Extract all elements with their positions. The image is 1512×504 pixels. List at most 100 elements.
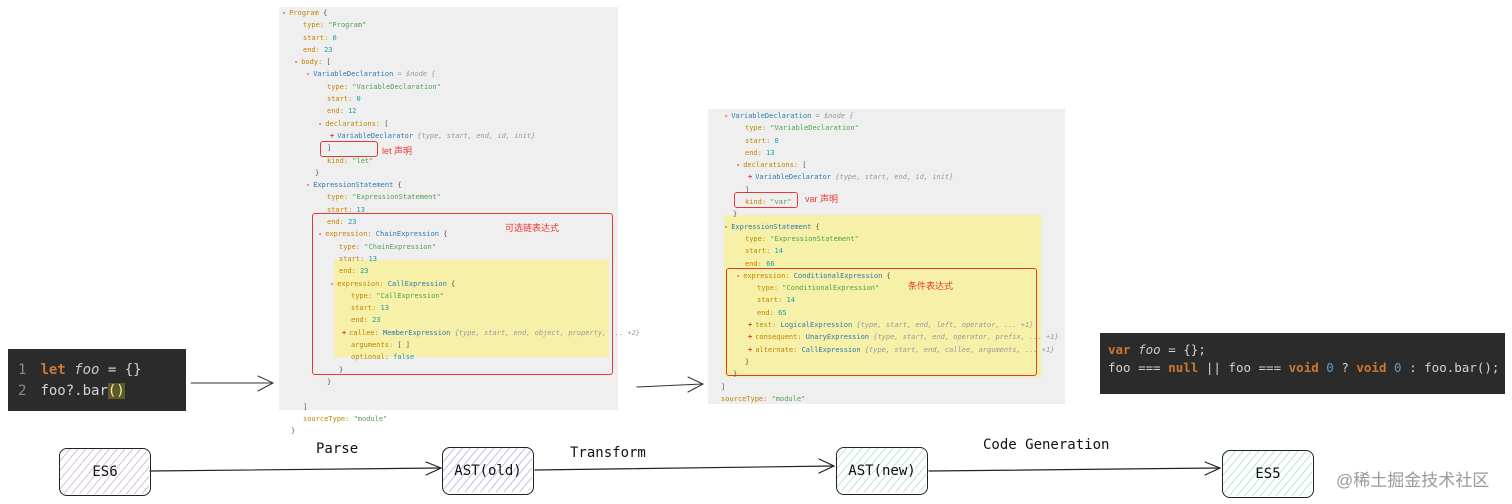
ast-new-hatch	[836, 447, 926, 492]
ast-line: start: 0	[745, 136, 779, 145]
ast-line: -VariableDeclaration = $node {	[306, 70, 436, 79]
code-token: : foo.bar();	[1401, 360, 1500, 375]
es5-hatch	[1222, 450, 1312, 496]
ast-line: kind: "let"	[327, 156, 374, 165]
ast-line: end: 65	[757, 308, 787, 317]
ast-line: sourceType: "module"	[721, 394, 806, 403]
code-token: 0	[1326, 360, 1334, 375]
arrow-transform	[534, 465, 834, 471]
ast-line: start: 13	[339, 254, 377, 263]
parse-label: Parse	[316, 441, 359, 457]
ast-line: type: "ChainExpression"	[339, 242, 436, 251]
ast-line: kind: "var"	[745, 198, 792, 207]
conditional-expression-note: 条件表达式	[908, 281, 954, 291]
ast-line: -expression: ConditionalExpression {	[736, 271, 891, 280]
ast-line: type: "Program"	[303, 21, 367, 30]
source-code-editor: 1 let foo = {} 2 foo?.bar()	[8, 349, 186, 411]
ast-line: start: 13	[327, 205, 365, 214]
ast-line: -declarations: [	[318, 119, 389, 128]
code-token: 0	[1394, 360, 1402, 375]
var-declaration-note: var 声明	[805, 194, 839, 204]
ast-line: +consequent: UnaryExpression {type, star…	[748, 333, 1059, 342]
arrow-ast-to-ast	[636, 383, 703, 388]
ast-old-node: AST(old)	[442, 447, 534, 495]
output-line-1: var foo = {};	[1108, 342, 1206, 357]
ast-line: ]	[745, 185, 750, 194]
expression-statement-highlight	[724, 215, 1041, 377]
ast-line: -expression: CallExpression {	[330, 279, 456, 288]
ast-line: -VariableDeclaration = $node {	[724, 112, 854, 120]
ast-line: }	[733, 370, 738, 379]
es5-node: ES5	[1222, 450, 1314, 498]
code-token: void	[1288, 360, 1319, 375]
ast-new-node: AST(new)	[836, 447, 928, 495]
ast-line: -Program {	[282, 9, 328, 17]
kind-var-box	[734, 192, 798, 208]
chain-expression-box	[312, 213, 613, 375]
ast-line: +VariableDeclarator {type, start, end, i…	[748, 173, 954, 182]
ast-line: type: "VariableDeclaration"	[327, 82, 441, 91]
ast-line: sourceType: "module"	[303, 414, 388, 423]
ast-line: -ExpressionStatement {	[306, 181, 402, 190]
codegen-label: Code Generation	[983, 437, 1110, 453]
ast-line: end: 12	[327, 107, 357, 116]
ast-line: start: 13	[351, 304, 389, 313]
code-token: void	[1356, 360, 1387, 375]
output-line-2: foo === null || foo === void 0 ? void 0 …	[1108, 360, 1499, 375]
ast-line: -body: [	[294, 58, 331, 67]
ast-line: start: 14	[757, 296, 795, 305]
transform-label: Transform	[570, 445, 646, 461]
ast-line: end: 23	[339, 267, 369, 276]
ast-line: optional: false	[351, 353, 415, 362]
call-expression-highlight	[334, 260, 609, 357]
ast-line: end: 23	[327, 218, 357, 227]
code-token: ?	[1333, 360, 1357, 375]
ast-line: }	[745, 357, 750, 366]
code-line-1: 1 let foo = {}	[18, 362, 142, 378]
ast-new-panel: var 声明 条件表达式 -VariableDeclaration = $nod…	[708, 109, 1065, 404]
ast-line: end: 13	[745, 148, 775, 157]
ast-line: type: "ExpressionStatement"	[327, 193, 441, 202]
ast-line: start: 0	[303, 33, 337, 42]
let-declaration-note: let 声明	[382, 146, 413, 156]
ast-line: }	[291, 427, 296, 436]
arrow-codegen	[928, 467, 1220, 472]
ast-line: ]	[303, 402, 308, 411]
ast-line: end: 23	[303, 45, 333, 54]
ast-line: +callee: MemberExpression {type, start, …	[342, 328, 641, 337]
ast-line: +test: LogicalExpression {type, start, e…	[748, 321, 1034, 330]
conditional-expression-box	[726, 268, 1037, 376]
ast-line: end: 23	[351, 316, 381, 325]
ast-new-tree: -VariableDeclaration = $node {type: "Var…	[712, 110, 1059, 405]
optional-chain-note: 可选链表达式	[505, 223, 560, 233]
ast-line: +VariableDeclarator {type, start, end, i…	[330, 131, 536, 140]
ast-line: }	[733, 210, 738, 219]
ast-line: end: 66	[745, 259, 775, 268]
code-token: null	[1168, 360, 1199, 375]
watermark: @稀土掘金技术社区	[1336, 471, 1490, 490]
es6-hatch	[59, 448, 149, 494]
ast-line: type: "CallExpression"	[351, 291, 444, 300]
ast-old-hatch	[442, 447, 532, 492]
ast-line: }	[315, 168, 320, 177]
ast-line: ]	[327, 144, 332, 153]
ast-line: arguments: [ ]	[351, 341, 411, 350]
ast-line: }	[339, 365, 344, 374]
ast-line: start: 14	[745, 247, 783, 256]
ast-line: }	[327, 377, 332, 386]
ast-line: -ExpressionStatement {	[724, 222, 820, 231]
output-code-editor: var foo = {}; foo === null || foo === vo…	[1100, 333, 1505, 394]
ast-line: type: "ExpressionStatement"	[745, 234, 859, 243]
kind-let-box	[320, 141, 378, 157]
ast-line: -declarations: [	[736, 161, 807, 170]
arrow-parse	[149, 467, 441, 472]
code-token: || foo ===	[1198, 360, 1289, 375]
ast-line: type: "ConditionalExpression"	[757, 284, 880, 293]
ast-line: start: 0	[327, 95, 361, 104]
code-line-2: 2 foo?.bar()	[18, 383, 125, 399]
ast-old-panel: let 声明 可选链表达式 -Program { type: "Program" s…	[279, 7, 640, 435]
ast-line: -expression: ChainExpression {	[318, 230, 448, 239]
ast-line: ]	[721, 382, 726, 391]
ast-old-tree: -Program { type: "Program" start: 0 end: 23…	[282, 7, 640, 437]
